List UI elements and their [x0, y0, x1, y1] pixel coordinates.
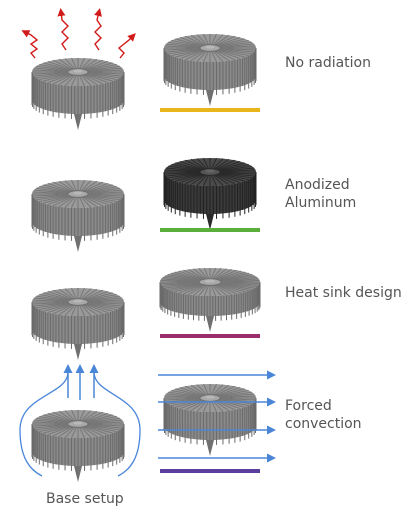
- legend-bar-anodized: [160, 228, 260, 232]
- airflow-curve-right: [93, 371, 141, 477]
- airflow-curve-left: [19, 371, 69, 477]
- radiation-arrow: [57, 8, 69, 51]
- heat-sink-no-radiation: [163, 33, 257, 106]
- forced-convection-arrows: [158, 370, 276, 463]
- radiation-arrow: [117, 33, 136, 59]
- heat-sink-base-setup: [31, 409, 125, 482]
- heat-sink-forced-convection: [163, 383, 257, 456]
- label-anodized-aluminum: Anodized Aluminum: [285, 177, 357, 211]
- label-heat-sink-design: Heat sink design: [285, 285, 402, 301]
- legend-bar-no-radiation: [160, 108, 260, 112]
- radiation-arrow: [21, 30, 39, 59]
- label-no-radiation: No radiation: [285, 55, 371, 71]
- label-forced-convection: Forced convection: [285, 398, 362, 432]
- base-airflow-arrows: [19, 364, 141, 477]
- heat-sink-base-2: [31, 179, 125, 252]
- heat-sink-design: [159, 267, 261, 332]
- legend-bar-heat-sink-design: [160, 334, 260, 338]
- heat-sink-radiation: [31, 57, 125, 130]
- radiation-arrows: [21, 8, 136, 59]
- label-base-setup: Base setup: [46, 491, 124, 507]
- legend-bar-forced-convection: [160, 469, 260, 473]
- heat-sink-base-3: [31, 287, 125, 360]
- heat-sink-anodized: [163, 157, 257, 230]
- radiation-arrow: [94, 8, 102, 51]
